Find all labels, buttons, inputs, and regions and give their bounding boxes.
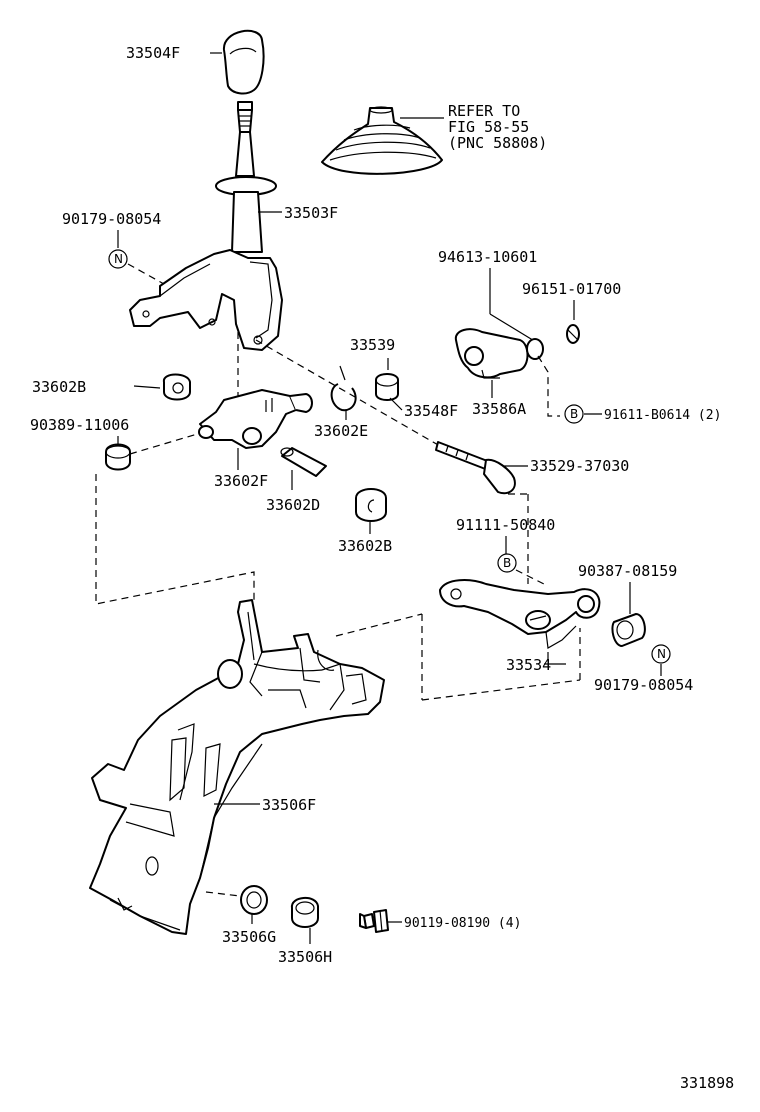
- shift-knob: [222, 30, 265, 95]
- pivot-33602F: [198, 389, 313, 449]
- lever-end-33586A: [454, 328, 544, 379]
- label-90179-right: 90179-08054: [594, 676, 693, 694]
- bushing-33539: [375, 373, 399, 401]
- label-33602D: 33602D: [266, 496, 320, 514]
- svg-text:N: N: [114, 252, 123, 266]
- label-knob: 33504F: [126, 44, 180, 62]
- label-33539: 33539: [350, 336, 395, 354]
- bushing-33602B-bottom: [355, 488, 387, 522]
- refer-line-3: (PNC 58808): [448, 134, 547, 152]
- label-94613: 94613-10601: [438, 248, 537, 266]
- label-33506F: 33506F: [262, 796, 316, 814]
- rod-33529: [435, 441, 516, 495]
- refer-line-1: REFER TO: [448, 102, 520, 120]
- shift-boot: [321, 106, 443, 175]
- bushing-33506H: [291, 897, 319, 928]
- svg-text:B: B: [503, 556, 511, 570]
- label-33548F: 33548F: [404, 402, 458, 420]
- b-mark-center: B: [497, 553, 517, 573]
- bushing-90389: [105, 443, 131, 471]
- label-91611: 91611-B0614 (2): [604, 408, 721, 423]
- clip-33602E: [330, 365, 357, 412]
- label-90387: 90387-08159: [578, 562, 677, 580]
- label-33529: 33529-37030: [530, 457, 629, 475]
- label-90389: 90389-11006: [30, 416, 129, 434]
- label-33534: 33534: [506, 656, 551, 674]
- label-33586A: 33586A: [472, 400, 526, 418]
- clip-96151: [566, 324, 580, 344]
- bolt-90119: [359, 909, 389, 933]
- n-mark-left: N: [108, 249, 128, 269]
- label-33506G: 33506G: [222, 928, 276, 946]
- label-90119: 90119-08190 (4): [404, 916, 521, 931]
- base-bracket-33506F: [89, 599, 385, 935]
- label-33602E: 33602E: [314, 422, 368, 440]
- pin-33602D: [280, 447, 327, 477]
- n-mark-right: N: [651, 644, 671, 664]
- label-91111: 91111-50840: [456, 516, 555, 534]
- shift-lever: [215, 101, 277, 253]
- grommet-33506G: [240, 885, 268, 915]
- label-33602F: 33602F: [214, 472, 268, 490]
- refer-line-2: FIG 58-55: [448, 118, 529, 136]
- label-33602B-bottom: 33602B: [338, 537, 392, 555]
- bushing-33602B-top: [163, 373, 191, 401]
- b-mark-right: B: [564, 404, 584, 424]
- label-96151: 96151-01700: [522, 280, 621, 298]
- label-lever: 33503F: [284, 204, 338, 222]
- selector-lever-33534: [439, 579, 601, 649]
- label-33506H: 33506H: [278, 948, 332, 966]
- svg-text:B: B: [570, 407, 578, 421]
- label-lever-bolt: 90179-08054: [62, 210, 161, 228]
- bushing-90387: [611, 613, 646, 647]
- figure-number: 331898: [680, 1074, 734, 1092]
- svg-text:N: N: [657, 647, 666, 661]
- lever-bracket: [129, 249, 283, 351]
- label-33602B-top: 33602B: [32, 378, 86, 396]
